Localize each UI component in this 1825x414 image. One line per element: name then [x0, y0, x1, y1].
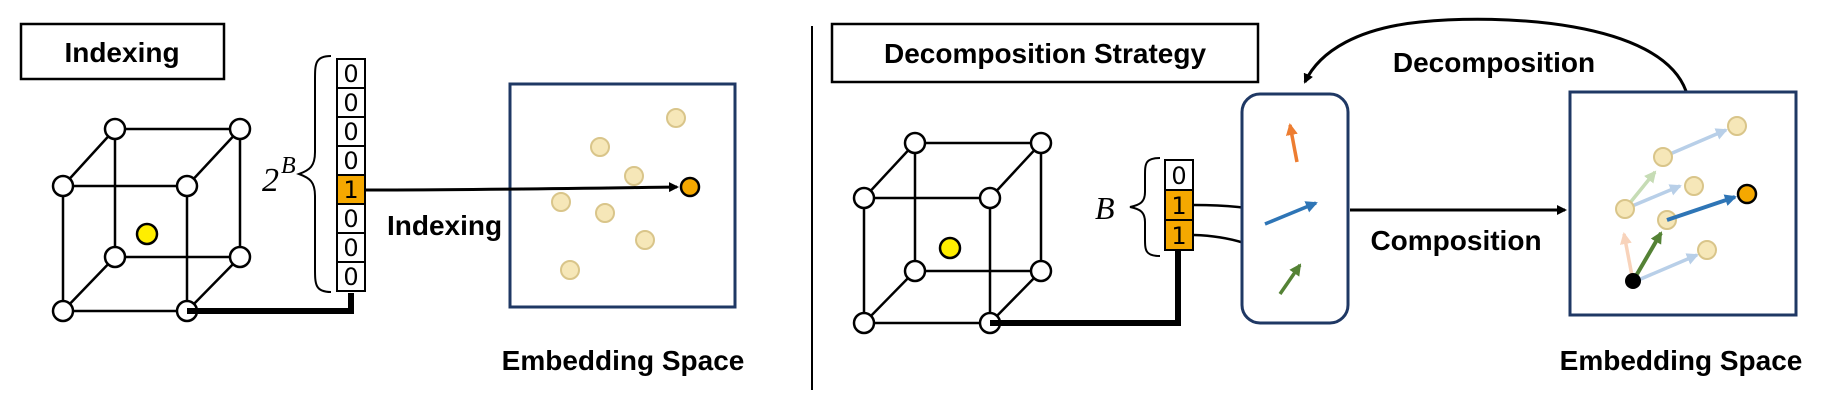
- indexing-arrow-label: Indexing: [387, 210, 502, 241]
- orange-vector-icon: [1285, 123, 1299, 163]
- bit-cell: 0: [343, 147, 358, 175]
- target-point: [1736, 183, 1758, 205]
- bit-vector-right: 0 1 1: [1164, 159, 1194, 251]
- bit-cell: 0: [1171, 162, 1186, 190]
- indexing-title: Indexing: [64, 37, 179, 68]
- embedding-space-label-right: Embedding Space: [1560, 345, 1803, 376]
- embedding-points-left: [551, 108, 701, 280]
- decomposition-title: Decomposition Strategy: [884, 38, 1206, 69]
- composition-arrow-label: Composition: [1370, 225, 1541, 256]
- embedding-space-label-left: Embedding Space: [502, 345, 745, 376]
- bit-cell: 0: [343, 118, 358, 146]
- query-node: [135, 222, 159, 246]
- embedding-points-right: [1615, 116, 1758, 289]
- bit-cell: 0: [343, 89, 358, 117]
- origin-point: [1625, 273, 1641, 289]
- left-panel: Indexing 2: [19, 22, 745, 376]
- green-vector-icon: [1278, 263, 1302, 295]
- bit-cell-active: 1: [343, 176, 358, 204]
- decomposition-arrow-label: Decomposition: [1393, 47, 1595, 78]
- embedding-space-right: [1568, 90, 1798, 317]
- decomposition-arrow: [1303, 17, 1688, 92]
- right-panel: Decomposition Strategy: [830, 17, 1803, 376]
- size-label-exp: B: [281, 153, 296, 179]
- blue-vector-icon: [1264, 201, 1318, 226]
- size-label-b: B: [1095, 190, 1115, 226]
- bit-cell: 0: [343, 205, 358, 233]
- target-point: [679, 176, 701, 198]
- cube-to-vector-connector: [990, 245, 1181, 326]
- bit-cell: 0: [343, 60, 358, 88]
- codebook-vectors: [1264, 123, 1318, 295]
- bit-vector-left: 0 0 0 0 1 0 0 0: [336, 58, 366, 292]
- blue-vector-icon: [1666, 194, 1737, 222]
- cube-graph-icon: [51, 117, 252, 323]
- embedding-space-left: [508, 82, 737, 309]
- bit-cell: 0: [343, 263, 358, 291]
- size-label-base: 2: [262, 162, 279, 199]
- cube-to-vector-connector: [187, 293, 354, 314]
- bit-cell: 0: [343, 234, 358, 262]
- cube-graph-icon: [852, 131, 1053, 335]
- decomposition-title-box: [830, 22, 1260, 84]
- indexing-arrow: [365, 182, 679, 193]
- codebook-box: [1240, 92, 1350, 325]
- bit-cell-active: 1: [1171, 222, 1186, 250]
- left-brace: [296, 55, 332, 293]
- indexing-title-box: [19, 22, 226, 81]
- bit-cell-active: 1: [1171, 192, 1186, 220]
- green-vector-icon: [1631, 231, 1663, 283]
- query-node: [938, 236, 962, 260]
- right-brace: [1129, 157, 1161, 257]
